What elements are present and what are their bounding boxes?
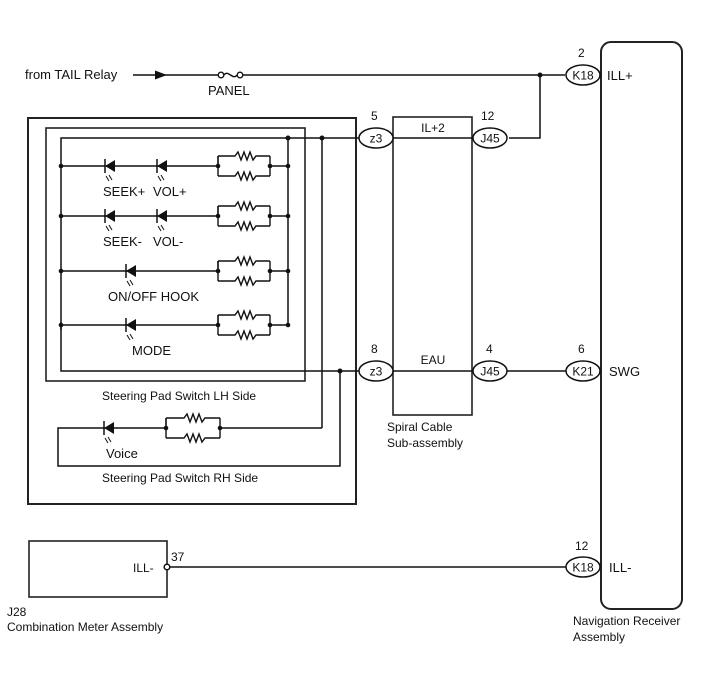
navigation-receiver-title-2: Assembly: [573, 630, 625, 644]
switch-row: MODE: [58, 309, 291, 358]
switch-row: Voice: [100, 412, 223, 461]
switch-label: VOL-: [153, 234, 183, 249]
junction-dot: [58, 163, 64, 169]
led-diode-icon: [125, 318, 136, 341]
led-diode-icon: [103, 421, 114, 444]
switch-row: ON/OFF HOOK: [58, 255, 291, 304]
fuse-label: PANEL: [208, 83, 250, 98]
rh-loop-wire: [57, 371, 341, 467]
pin-number: 4: [486, 342, 493, 356]
combination-meter-title: Combination Meter Assembly: [7, 620, 163, 634]
switch-label: Voice: [106, 446, 138, 461]
steering-wheel-outer-box: [27, 117, 357, 505]
il2-branch-wire: [509, 75, 541, 139]
pin-number: 6: [578, 342, 585, 356]
circuit-label: IL+2: [421, 121, 445, 135]
junction-dot: [58, 268, 64, 274]
switch-row: SEEK- VOL-: [58, 200, 291, 249]
signal-label: ILL-: [133, 561, 154, 575]
switch-label: VOL+: [153, 184, 187, 199]
pin-number: 12: [575, 539, 589, 553]
connector-j45-il2: [472, 127, 508, 149]
switch-label: MODE: [132, 343, 171, 358]
spiral-cable-box: [392, 116, 473, 416]
connector-label: K21: [572, 365, 594, 379]
connector-code: J28: [7, 605, 27, 619]
lh-top-rail: [60, 137, 359, 330]
connector-label: z3: [370, 365, 383, 379]
junction-dot: [285, 322, 291, 328]
parallel-resistor-icon: [163, 412, 223, 444]
junction-dot: [285, 268, 291, 274]
lh-bottom-rail: [60, 322, 359, 372]
parallel-resistor-icon: [215, 255, 273, 287]
switch-label: SEEK-: [103, 234, 142, 249]
signal-label: ILL-: [609, 560, 631, 575]
pin-number: 2: [578, 46, 585, 60]
led-diode-icon: [104, 159, 115, 182]
arrow-icon: [155, 70, 167, 80]
pin-number: 12: [481, 109, 495, 123]
steering-rh-title: Steering Pad Switch RH Side: [102, 471, 258, 485]
tail-relay-label: from TAIL Relay: [25, 67, 118, 82]
led-diode-icon: [125, 264, 136, 287]
junction-dot: [285, 163, 291, 169]
parallel-resistor-icon: [215, 200, 273, 232]
led-diode-icon: [156, 159, 167, 182]
junction-dot: [58, 322, 64, 328]
parallel-resistor-icon: [215, 309, 273, 341]
connector-label: K18: [572, 69, 594, 83]
spiral-cable-title: Spiral Cable: [387, 420, 453, 434]
fuse-icon: [217, 71, 244, 79]
signal-label: SWG: [609, 364, 640, 379]
pin-number: 37: [171, 550, 185, 564]
led-diode-icon: [104, 209, 115, 232]
pin-number: 8: [371, 342, 378, 356]
connector-label: z3: [370, 132, 383, 146]
navigation-receiver-box: [600, 41, 683, 610]
led-diode-icon: [156, 209, 167, 232]
navigation-receiver-title: Navigation Receiver: [573, 614, 680, 628]
parallel-resistor-icon: [215, 150, 273, 182]
steering-lh-box: [45, 127, 306, 382]
connector-label: J45: [480, 365, 500, 379]
switch-label: SEEK+: [103, 184, 145, 199]
junction-dot: [285, 213, 291, 219]
junction-dot: [58, 213, 64, 219]
signal-label: ILL+: [607, 68, 633, 83]
circuit-label: EAU: [421, 353, 446, 367]
steering-lh-title: Steering Pad Switch LH Side: [102, 389, 256, 403]
connector-label: J45: [480, 132, 500, 146]
connector-k18-ill-plus: [565, 64, 601, 86]
switch-row: SEEK+ VOL+: [58, 150, 291, 199]
junction-dot: [285, 135, 291, 141]
switch-label: ON/OFF HOOK: [108, 289, 199, 304]
pin-number: 5: [371, 109, 378, 123]
spiral-cable-title-2: Sub-assembly: [387, 436, 463, 450]
connector-label: K18: [572, 561, 594, 575]
terminal-icon: [163, 563, 171, 571]
